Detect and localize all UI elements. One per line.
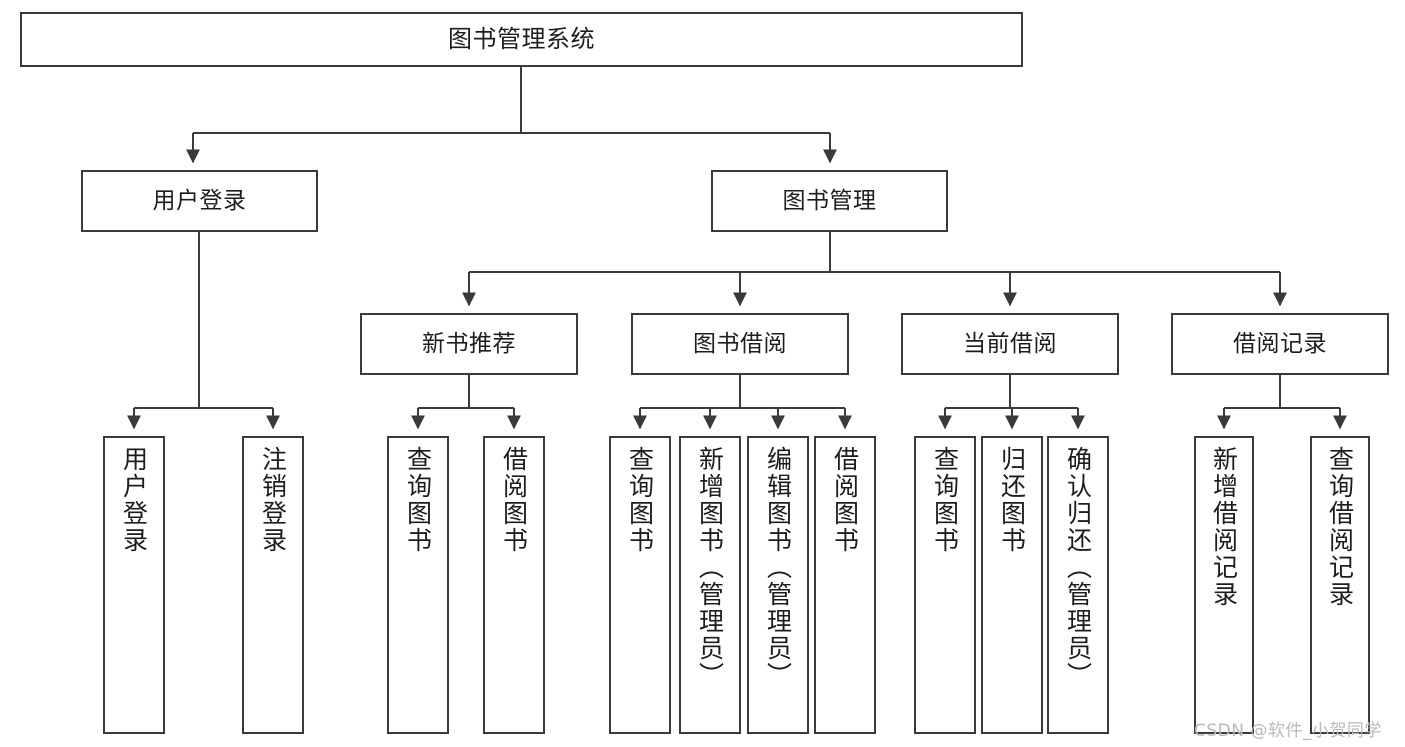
node-leaf-query-book-cur-label: 查询图书 bbox=[930, 446, 960, 554]
node-leaf-user-login[interactable]: 用户登录 bbox=[103, 436, 165, 734]
node-leaf-query-book-rec-label: 查询图书 bbox=[403, 446, 433, 554]
node-leaf-return-book-label: 归还图书 bbox=[997, 446, 1027, 554]
node-leaf-borrow-book-label: 借阅图书 bbox=[830, 446, 860, 554]
node-leaf-add-record-label: 新增借阅记录 bbox=[1209, 446, 1239, 608]
node-leaf-confirm-return[interactable]: 确认归还（管理员） bbox=[1047, 436, 1109, 734]
node-book-manage-label: 图书管理 bbox=[782, 187, 877, 214]
node-new-book-rec-label: 新书推荐 bbox=[422, 330, 516, 357]
node-book-borrow-label: 图书借阅 bbox=[693, 330, 787, 357]
node-leaf-user-login-label: 用户登录 bbox=[119, 446, 149, 554]
node-borrow-record[interactable]: 借阅记录 bbox=[1171, 313, 1389, 375]
node-leaf-add-book-label: 新增图书（管理员） bbox=[695, 446, 725, 689]
node-leaf-query-record[interactable]: 查询借阅记录 bbox=[1310, 436, 1370, 734]
node-leaf-borrow-book-rec[interactable]: 借阅图书 bbox=[483, 436, 545, 734]
node-user-login[interactable]: 用户登录 bbox=[81, 170, 318, 232]
node-leaf-user-logout[interactable]: 注销登录 bbox=[242, 436, 304, 734]
csdn-watermark: CSDN @软件_小贺同学 bbox=[1194, 721, 1382, 741]
node-leaf-query-book-rec[interactable]: 查询图书 bbox=[387, 436, 449, 734]
node-root[interactable]: 图书管理系统 bbox=[20, 12, 1023, 67]
node-new-book-rec[interactable]: 新书推荐 bbox=[360, 313, 578, 375]
node-leaf-add-book[interactable]: 新增图书（管理员） bbox=[679, 436, 741, 734]
node-borrow-record-label: 借阅记录 bbox=[1233, 330, 1327, 357]
node-book-borrow[interactable]: 图书借阅 bbox=[631, 313, 849, 375]
node-leaf-query-book-borrow[interactable]: 查询图书 bbox=[609, 436, 671, 734]
node-leaf-query-book-borrow-label: 查询图书 bbox=[625, 446, 655, 554]
node-leaf-borrow-book-rec-label: 借阅图书 bbox=[499, 446, 529, 554]
node-leaf-query-record-label: 查询借阅记录 bbox=[1325, 446, 1355, 608]
node-book-manage[interactable]: 图书管理 bbox=[711, 170, 948, 232]
node-leaf-query-book-cur[interactable]: 查询图书 bbox=[914, 436, 976, 734]
node-leaf-edit-book-label: 编辑图书（管理员） bbox=[763, 446, 793, 689]
node-leaf-borrow-book[interactable]: 借阅图书 bbox=[814, 436, 876, 734]
node-leaf-add-record[interactable]: 新增借阅记录 bbox=[1194, 436, 1254, 734]
node-leaf-user-logout-label: 注销登录 bbox=[258, 446, 288, 554]
node-leaf-edit-book[interactable]: 编辑图书（管理员） bbox=[747, 436, 809, 734]
node-current-borrow[interactable]: 当前借阅 bbox=[901, 313, 1119, 375]
node-leaf-return-book[interactable]: 归还图书 bbox=[981, 436, 1043, 734]
node-current-borrow-label: 当前借阅 bbox=[963, 330, 1057, 357]
node-leaf-confirm-return-label: 确认归还（管理员） bbox=[1063, 446, 1093, 689]
node-root-label: 图书管理系统 bbox=[448, 24, 595, 53]
node-user-login-label: 用户登录 bbox=[152, 187, 247, 214]
